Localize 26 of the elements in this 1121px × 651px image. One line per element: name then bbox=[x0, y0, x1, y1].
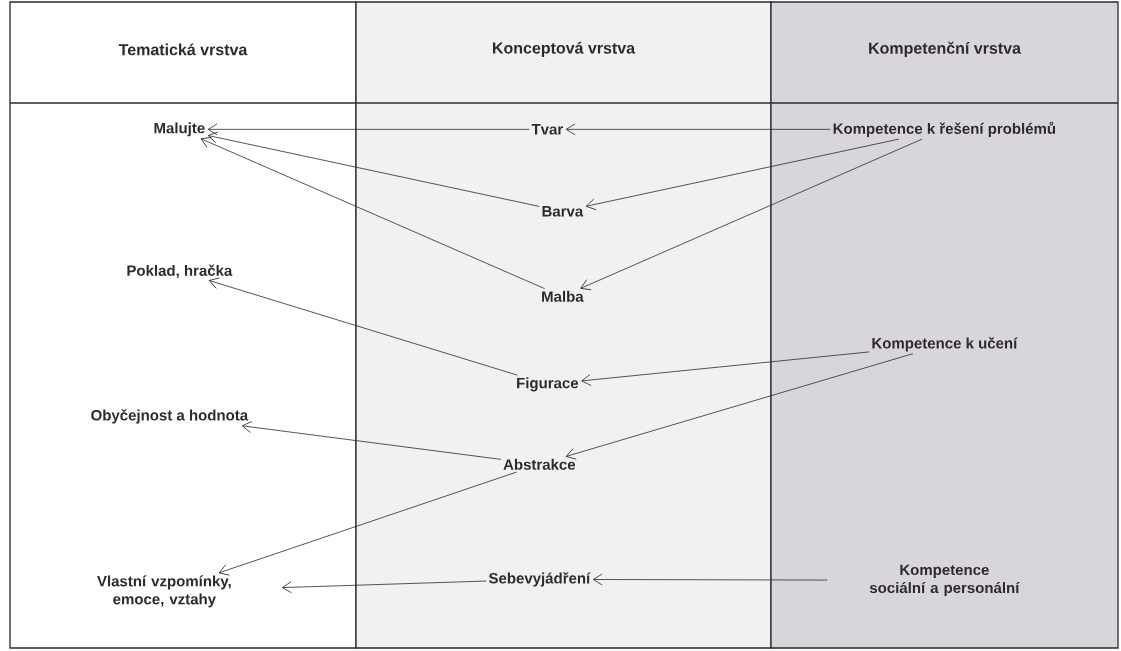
arrow bbox=[207, 131, 540, 207]
concept-label: Kompetence k učení bbox=[872, 337, 1018, 352]
concept-label: Kompetence k řešení problémů bbox=[833, 121, 1056, 137]
concept-label: Abstrakce bbox=[503, 458, 576, 470]
concept-label: Poklad, hračka bbox=[127, 264, 233, 279]
concept-label: Barva bbox=[542, 206, 584, 217]
arrow bbox=[565, 123, 831, 136]
arrow bbox=[208, 277, 518, 376]
arrow bbox=[585, 138, 900, 211]
arrow bbox=[218, 471, 517, 576]
arrow bbox=[565, 353, 914, 460]
concept-label: Obyčejnost a hodnota bbox=[91, 409, 249, 424]
arrow bbox=[592, 573, 828, 586]
arrow bbox=[207, 123, 530, 136]
concept-label: Vlastní vzpomínky, emoce, vztahy bbox=[97, 575, 231, 608]
concept-label: Sebevyjádření bbox=[488, 572, 591, 587]
concept-label: Figurace bbox=[517, 377, 579, 392]
concept-label: Kompetence sociální a personální bbox=[869, 564, 1020, 597]
arrow bbox=[241, 421, 502, 460]
arrow bbox=[580, 138, 923, 291]
concept-label: Malujte bbox=[154, 122, 205, 137]
concept-label: Malba bbox=[542, 290, 584, 302]
concept-label: Tvar bbox=[531, 124, 563, 135]
arrow bbox=[200, 137, 546, 290]
arrow bbox=[581, 351, 870, 386]
arrow bbox=[281, 580, 487, 594]
